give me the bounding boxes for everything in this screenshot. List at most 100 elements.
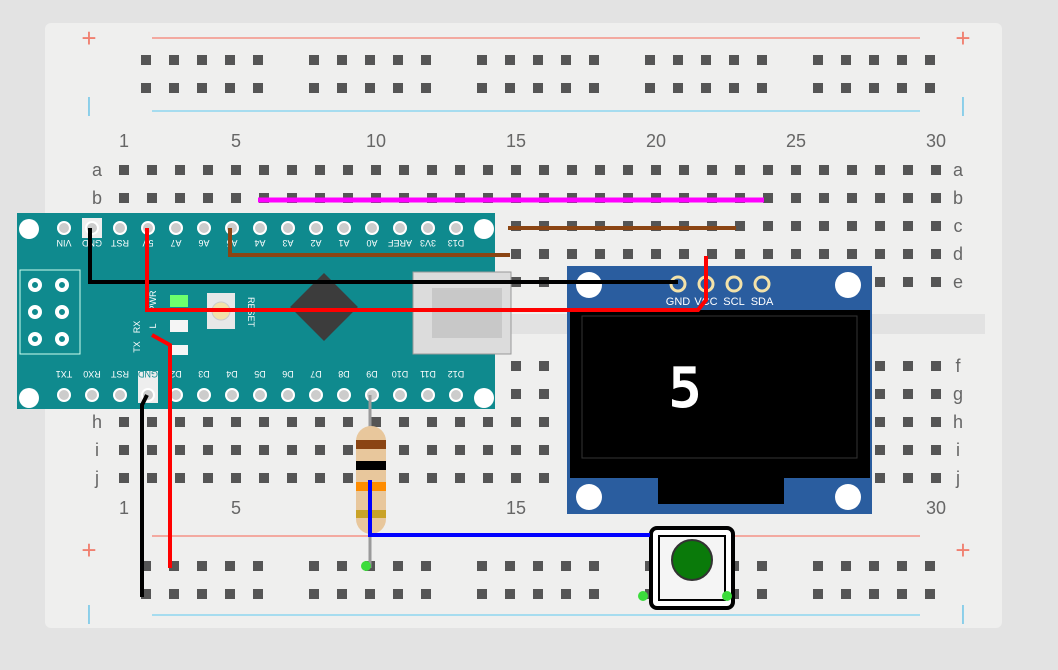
- breadboard-hole: [791, 165, 801, 175]
- nano-pin[interactable]: [309, 221, 323, 235]
- rail-hole: [505, 83, 515, 93]
- rail-hole: [561, 561, 571, 571]
- nano-pin-label: A6: [198, 238, 209, 248]
- breadboard-hole: [903, 361, 913, 371]
- breadboard-hole: [539, 249, 549, 259]
- breadboard-hole: [119, 165, 129, 175]
- rail-hole: [813, 83, 823, 93]
- wire-brown-a5[interactable]: [228, 228, 510, 257]
- breadboard-hole: [679, 249, 689, 259]
- nano-pin[interactable]: [365, 388, 379, 402]
- nano-pin-label: D5: [254, 369, 266, 379]
- rail-hole: [813, 561, 823, 571]
- wire-red-down[interactable]: [151, 333, 172, 568]
- rail-hole: [309, 83, 319, 93]
- wire-red-5v[interactable]: [145, 228, 708, 312]
- rail-hole: [813, 55, 823, 65]
- nano-pin[interactable]: [281, 221, 295, 235]
- row-letter: e: [953, 272, 963, 292]
- push-button[interactable]: [638, 526, 735, 610]
- breadboard-hole: [427, 165, 437, 175]
- nano-header-pins: D133V3AREFA0A1A2A3A4A5A6A75VRSTGNDVIND12…: [56, 218, 464, 403]
- breadboard-hole: [119, 417, 129, 427]
- rail-hole: [673, 55, 683, 65]
- wire-black-gnd-bottom[interactable]: [140, 394, 149, 597]
- microcontroller-chip: [290, 273, 358, 341]
- nano-pin[interactable]: [393, 221, 407, 235]
- nano-pin[interactable]: [309, 388, 323, 402]
- icsp-pin: [28, 332, 42, 346]
- nano-pin[interactable]: [449, 221, 463, 235]
- nano-pin-label: 3V3: [420, 238, 436, 248]
- rail-hole: [897, 83, 907, 93]
- nano-pin[interactable]: [57, 221, 71, 235]
- nano-pin[interactable]: [337, 221, 351, 235]
- nano-pin-label: D8: [338, 369, 350, 379]
- rail-hole: [477, 561, 487, 571]
- nano-pin[interactable]: [421, 221, 435, 235]
- rail-hole: [393, 55, 403, 65]
- breadboard-hole: [763, 221, 773, 231]
- nano-pin[interactable]: [281, 388, 295, 402]
- breadboard-hole: [931, 473, 941, 483]
- nano-pin[interactable]: [393, 388, 407, 402]
- oled-pin[interactable]: [725, 275, 743, 293]
- nano-pin[interactable]: [197, 221, 211, 235]
- rail-hole: [365, 83, 375, 93]
- nano-pin[interactable]: [253, 388, 267, 402]
- rail-hole: [897, 589, 907, 599]
- nano-pin[interactable]: [85, 388, 99, 402]
- rail-hole: [197, 55, 207, 65]
- breadboard-hole: [623, 165, 633, 175]
- oled-screen-border: [581, 315, 858, 459]
- wire-black-gnd-top[interactable]: [88, 228, 678, 284]
- nano-pin-label: VIN: [56, 238, 71, 248]
- nano-pin[interactable]: [225, 388, 239, 402]
- rail-hole: [141, 589, 151, 599]
- breadboard-hole: [175, 473, 185, 483]
- row-letter: i: [956, 440, 960, 460]
- breadboard-hole: [147, 445, 157, 455]
- rail-hole: [841, 55, 851, 65]
- led-tx: [170, 345, 188, 355]
- breadboard-hole: [847, 165, 857, 175]
- breadboard-hole: [931, 417, 941, 427]
- nano-pin[interactable]: [449, 388, 463, 402]
- nano-pin-label: A7: [170, 238, 181, 248]
- rail-hole: [897, 55, 907, 65]
- nano-pin[interactable]: [197, 388, 211, 402]
- column-number: 1: [119, 498, 129, 518]
- rail-hole: [841, 561, 851, 571]
- nano-pin-label: D2: [170, 369, 182, 379]
- rail-hole: [925, 83, 935, 93]
- column-number: 30: [926, 131, 946, 151]
- nano-pin[interactable]: [169, 221, 183, 235]
- button-cap[interactable]: [671, 539, 713, 581]
- oled-pin[interactable]: [753, 275, 771, 293]
- breadboard-hole: [315, 417, 325, 427]
- rail-hole: [253, 561, 263, 571]
- nano-pin[interactable]: [113, 221, 127, 235]
- breadboard-hole: [903, 277, 913, 287]
- nano-pin[interactable]: [253, 221, 267, 235]
- rail-hole: [757, 55, 767, 65]
- rail-hole: [897, 561, 907, 571]
- nano-pin[interactable]: [337, 388, 351, 402]
- icsp-pin: [28, 305, 42, 319]
- nano-pin[interactable]: [421, 388, 435, 402]
- mount-hole: [474, 219, 494, 239]
- icsp-pin: [28, 278, 42, 292]
- nano-pin[interactable]: [113, 388, 127, 402]
- nano-pin[interactable]: [57, 388, 71, 402]
- rail-hole: [869, 55, 879, 65]
- nano-pin[interactable]: [365, 221, 379, 235]
- wire-blue[interactable]: [368, 480, 650, 537]
- rail-hole: [253, 589, 263, 599]
- row-letter: a: [953, 160, 964, 180]
- breadboard-hole: [931, 165, 941, 175]
- rail-hole: [701, 55, 711, 65]
- breadboard-hole: [931, 361, 941, 371]
- nano-pin-label: RST: [110, 369, 129, 379]
- row-letter: i: [95, 440, 99, 460]
